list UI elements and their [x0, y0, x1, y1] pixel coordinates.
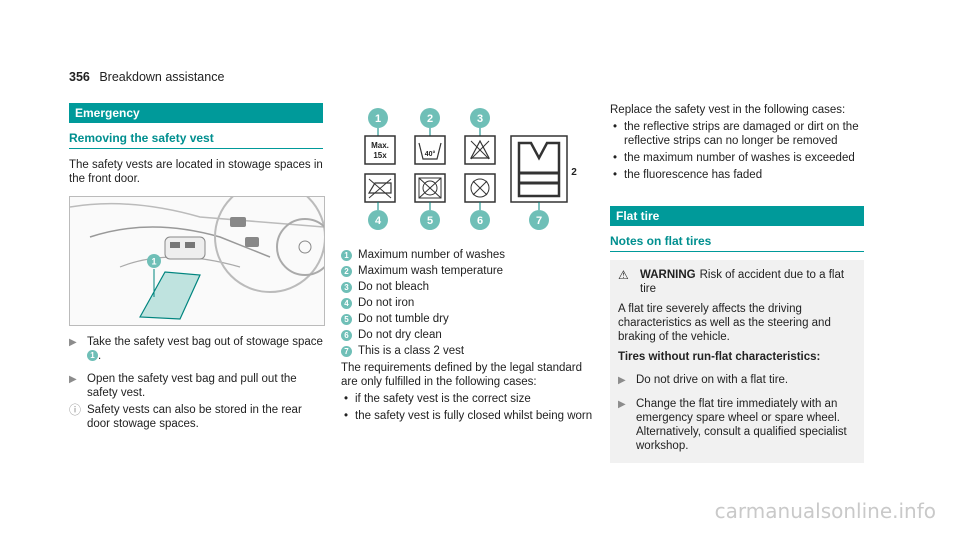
wash-temperature-icon	[418, 142, 442, 160]
legend-badge: 3	[341, 282, 352, 293]
column-emergency: Emergency Removing the safety vest The s…	[69, 103, 325, 431]
requirements-list: if the safety vest is the correct size t…	[341, 392, 593, 423]
legend-text: This is a class 2 vest	[358, 345, 465, 357]
no-dry-clean-icon	[470, 178, 490, 198]
legend-badge: 4	[341, 298, 352, 309]
door-illustration-svg: 1	[70, 197, 324, 320]
care-symbols-figure: 1 2 3 Max. 15x 40°	[341, 103, 593, 235]
replace-list: the reflective strips are damaged or dir…	[610, 120, 864, 182]
symbol-badge-6: 6	[477, 215, 483, 227]
requirements-text: The requirements defined by the legal st…	[341, 362, 583, 388]
warning-label: WARNING	[640, 269, 696, 281]
tire-step1-text: Do not drive on with a flat tire.	[636, 374, 789, 386]
legend-item: 6 Do not dry clean	[341, 328, 593, 342]
door-stowage-illustration: 1	[69, 196, 325, 326]
list-item: the maximum number of washes is exceeded	[610, 151, 864, 165]
legend-item: 3 Do not bleach	[341, 280, 593, 294]
list-item: the fluorescence has faded	[610, 168, 864, 182]
subhead-removing-vest: Removing the safety vest	[69, 131, 323, 149]
care-legend: 1 Maximum number of washes 2 Maximum wash …	[341, 248, 593, 358]
legend-text: Do not tumble dry	[358, 313, 449, 325]
column-care-legend: 1 Maximum number of washes 2 Maximum wash …	[341, 246, 593, 423]
step-arrow-icon: ▶	[69, 337, 77, 348]
legend-item: 2 Maximum wash temperature	[341, 264, 593, 278]
list-item: the reflective strips are damaged or dir…	[610, 120, 864, 148]
legend-badge: 5	[341, 314, 352, 325]
symbol-badge-2: 2	[427, 113, 433, 125]
tire-step-change: ▶ Change the flat tire immediately with …	[618, 397, 856, 453]
note-rear-door: ⓘ Safety vests can also be stored in the…	[69, 403, 323, 431]
watermark: carmanualsonline.info	[714, 499, 936, 523]
symbol-badge-4: 4	[375, 215, 382, 227]
tire-step-do-not-drive: ▶ Do not drive on with a flat tire.	[618, 373, 856, 388]
no-iron-icon	[367, 182, 392, 194]
symbol-badge-3: 3	[477, 113, 483, 125]
symbol-badge-7: 7	[536, 215, 542, 227]
step-arrow-icon: ▶	[618, 375, 626, 386]
note-text: Safety vests can also be stored in the r…	[87, 404, 302, 430]
step-arrow-icon: ▶	[618, 399, 626, 410]
legend-badge: 7	[341, 346, 352, 357]
tires-heading: Tires without run-flat characteristics:	[618, 351, 821, 363]
replace-intro: Replace the safety vest in the following…	[610, 104, 846, 116]
legend-item: 4 Do not iron	[341, 296, 593, 310]
legend-text: Do not dry clean	[358, 329, 442, 341]
column-replace-and-flat-tire: Replace the safety vest in the following…	[610, 103, 864, 463]
max-washes-label-1: Max.	[371, 141, 389, 150]
step1-text: Take the safety vest bag out of stowage …	[87, 336, 323, 348]
step-arrow-icon: ▶	[69, 374, 77, 385]
intro-text: The safety vests are located in stowage …	[69, 159, 323, 185]
image-callout-1: 1	[151, 257, 156, 267]
max-washes-icon	[364, 135, 396, 165]
warning-title: Risk of accident due to a flat tire	[640, 269, 845, 295]
step-take-bag: ▶ Take the safety vest bag out of stowag…	[69, 336, 323, 362]
legend-text: Do not iron	[358, 297, 415, 309]
no-bleach-icon	[470, 139, 490, 159]
legend-badge: 1	[341, 250, 352, 261]
info-note-icon: ⓘ	[69, 403, 82, 417]
legend-item: 1 Maximum number of washes	[341, 248, 593, 262]
class2-vest-icon	[517, 141, 561, 198]
list-item: if the safety vest is the correct size	[341, 392, 593, 406]
tire-step2-text: Change the flat tire immediately with an…	[636, 398, 847, 452]
page-number: 356	[69, 70, 90, 84]
section-bar-flat-tire: Flat tire	[610, 206, 864, 226]
list-item: the safety vest is fully closed whilst b…	[341, 409, 593, 423]
legend-badge: 6	[341, 330, 352, 341]
legend-text: Maximum wash temperature	[358, 265, 504, 277]
legend-item: 5 Do not tumble dry	[341, 312, 593, 326]
vest-class-label: 2	[571, 167, 577, 178]
callout-badge-1: 1	[87, 350, 98, 361]
legend-text: Maximum number of washes	[358, 249, 505, 261]
warning-body: A flat tire severely affects the driving…	[618, 303, 831, 343]
no-tumble-dry-icon	[422, 180, 438, 196]
legend-item: 7 This is a class 2 vest	[341, 344, 593, 358]
care-symbols-svg: 1 2 3 Max. 15x 40°	[364, 108, 577, 230]
step-open-bag: ▶ Open the safety vest bag and pull out …	[69, 372, 323, 400]
page-header-title: Breakdown assistance	[99, 70, 225, 84]
wash-temperature-label: 40°	[425, 150, 436, 158]
page-header: 356 Breakdown assistance	[69, 70, 224, 84]
max-washes-label-2: 15x	[373, 151, 387, 160]
section-bar-emergency: Emergency	[69, 103, 323, 123]
warning-triangle-icon: ⚠	[618, 268, 629, 282]
subhead-notes-flat-tires: Notes on flat tires	[610, 234, 864, 252]
symbol-badge-5: 5	[427, 215, 433, 227]
symbol-badge-1: 1	[375, 113, 381, 125]
legend-text: Do not bleach	[358, 281, 429, 293]
legend-badge: 2	[341, 266, 352, 277]
step2-text: Open the safety vest bag and pull out th…	[87, 373, 297, 399]
